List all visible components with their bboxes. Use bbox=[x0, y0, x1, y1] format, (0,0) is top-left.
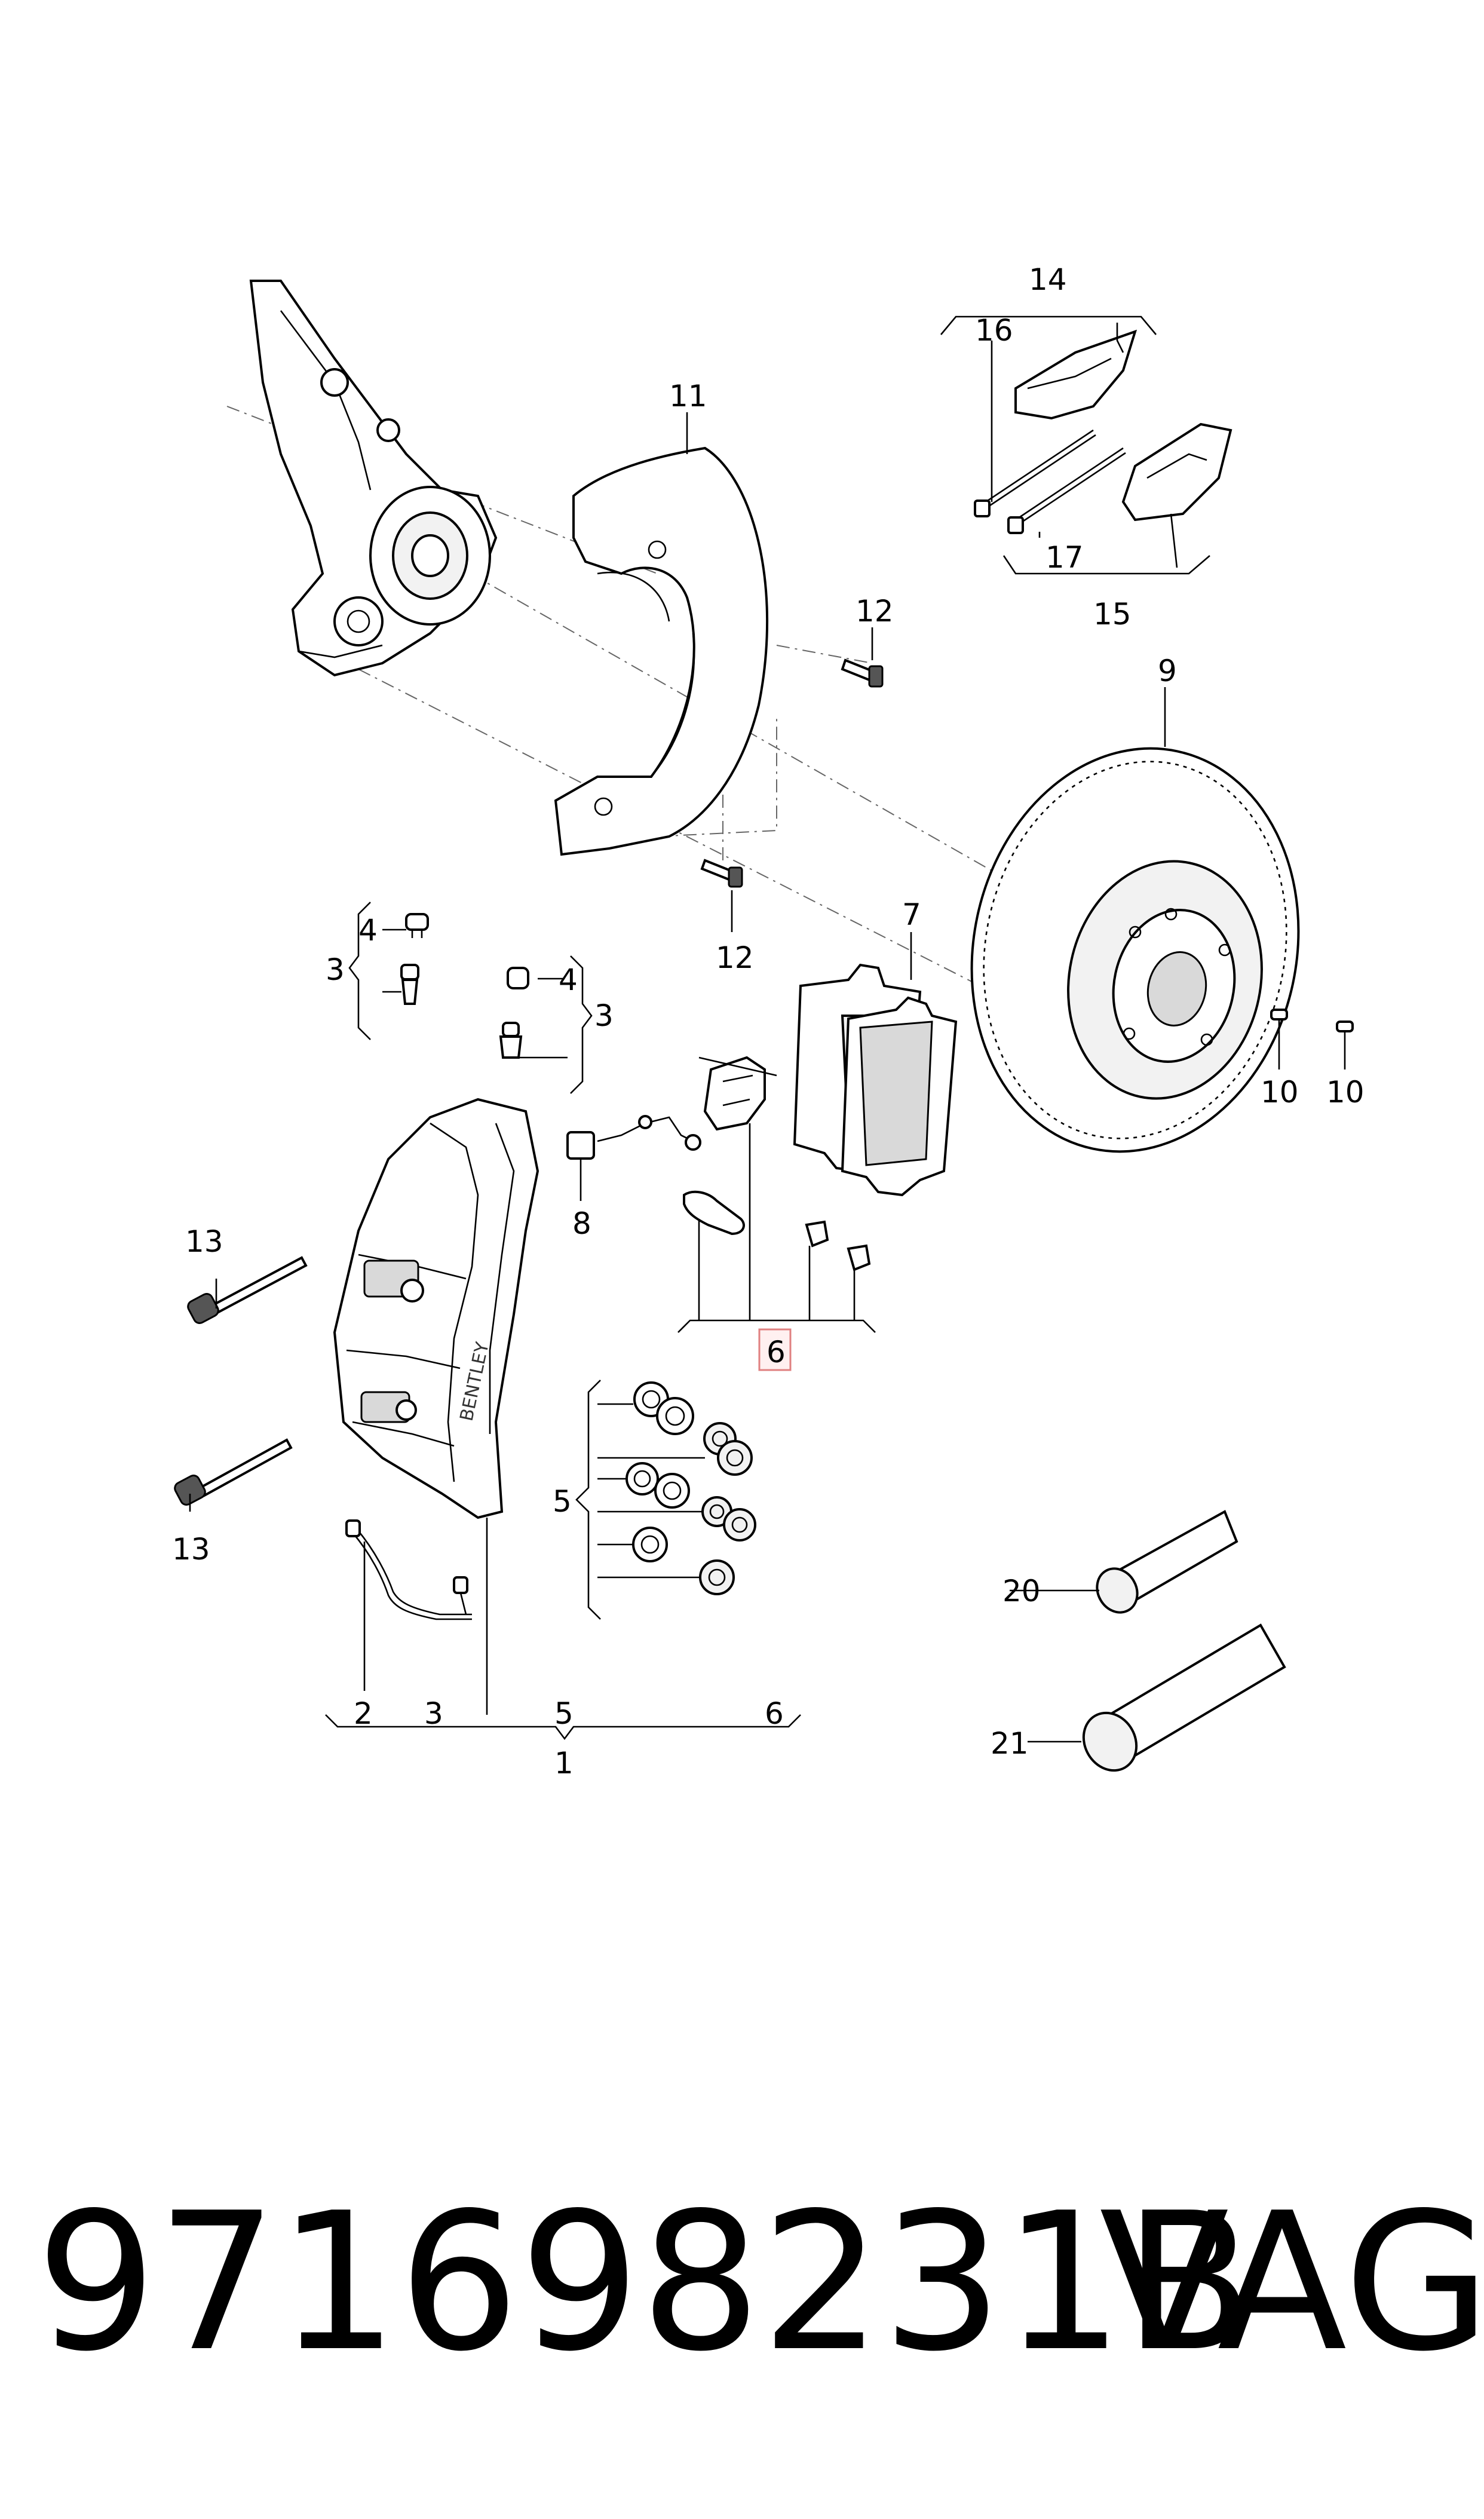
cable-tie-lower bbox=[1007, 447, 1126, 534]
brake-shield bbox=[554, 446, 768, 856]
callout-15: 15 bbox=[1093, 597, 1132, 632]
callout-2: 2 bbox=[354, 1696, 373, 1731]
callout-1: 1 bbox=[554, 1746, 574, 1781]
callout-8: 8 bbox=[572, 1206, 591, 1241]
steering-knuckle bbox=[249, 280, 498, 677]
piston-seal-kit bbox=[626, 1381, 756, 1595]
pin-clip-2 bbox=[847, 1244, 871, 1271]
cable-tie-upper bbox=[974, 429, 1096, 517]
callout-17: 17 bbox=[1045, 540, 1084, 575]
grease-tube-small bbox=[1096, 1510, 1238, 1614]
callout-5-kit: 5 bbox=[553, 1484, 572, 1519]
shield-bolt-upper bbox=[841, 658, 884, 688]
highlighted-callout-box bbox=[758, 1328, 792, 1371]
pad-clip bbox=[683, 1190, 745, 1236]
leader-lines bbox=[189, 323, 1346, 1743]
brake-pads bbox=[793, 963, 958, 1197]
heat-shield-kit bbox=[1014, 329, 1232, 522]
disc-screw-left bbox=[1270, 1009, 1288, 1029]
bleed-valve-right bbox=[499, 1022, 523, 1059]
group-brackets bbox=[325, 315, 1210, 1740]
wear-sensor bbox=[566, 1115, 701, 1160]
brake-hose-line bbox=[345, 1519, 472, 1620]
shield-bolt-lower bbox=[700, 859, 743, 888]
grease-tube-large bbox=[1082, 1623, 1286, 1772]
brake-caliper: BENTLEY bbox=[333, 1098, 539, 1519]
callout-13-lower: 13 bbox=[172, 1532, 210, 1567]
caliper-bolt-lower bbox=[174, 1438, 293, 1506]
callout-6-highlighted[interactable]: 6 bbox=[766, 1335, 786, 1369]
callout-16: 16 bbox=[975, 313, 1013, 348]
part-number: 971698231B bbox=[36, 2172, 1254, 2393]
pad-retaining-spring bbox=[698, 1056, 777, 1131]
caliper-bolt-upper bbox=[187, 1256, 308, 1324]
callout-3-left: 3 bbox=[326, 952, 345, 987]
callout-9: 9 bbox=[1158, 654, 1177, 688]
callout-12-lower: 12 bbox=[716, 940, 754, 975]
callout-10-left: 10 bbox=[1261, 1075, 1299, 1110]
callout-3-right: 3 bbox=[594, 998, 614, 1033]
brake-disc bbox=[970, 747, 1300, 1153]
callout-labels: 11 12 12 9 10 10 7 8 14 16 17 15 4 3 4 3… bbox=[172, 262, 1365, 1781]
pin-clip-1 bbox=[805, 1220, 829, 1248]
callout-3-bottom: 3 bbox=[424, 1696, 443, 1731]
callout-4-left: 4 bbox=[358, 913, 378, 948]
disc-screw-right bbox=[1336, 1021, 1354, 1041]
callout-7: 7 bbox=[902, 897, 921, 932]
brand-name: VAG bbox=[1099, 2172, 1484, 2393]
callout-6-bottom: 6 bbox=[765, 1696, 784, 1731]
bleed-valve-right-cap bbox=[507, 967, 529, 989]
callout-21: 21 bbox=[991, 1726, 1029, 1761]
callout-5-bottom: 5 bbox=[554, 1696, 574, 1731]
bleed-valve-left bbox=[400, 964, 419, 1005]
bleed-valve-left-cap bbox=[405, 913, 429, 938]
callout-11: 11 bbox=[669, 379, 707, 413]
callout-4-right: 4 bbox=[559, 963, 578, 997]
callout-20: 20 bbox=[1002, 1574, 1041, 1608]
callout-14: 14 bbox=[1029, 262, 1067, 297]
callout-12-upper: 12 bbox=[856, 594, 894, 629]
callout-13-upper: 13 bbox=[185, 1224, 223, 1259]
callout-10-right: 10 bbox=[1326, 1075, 1365, 1110]
